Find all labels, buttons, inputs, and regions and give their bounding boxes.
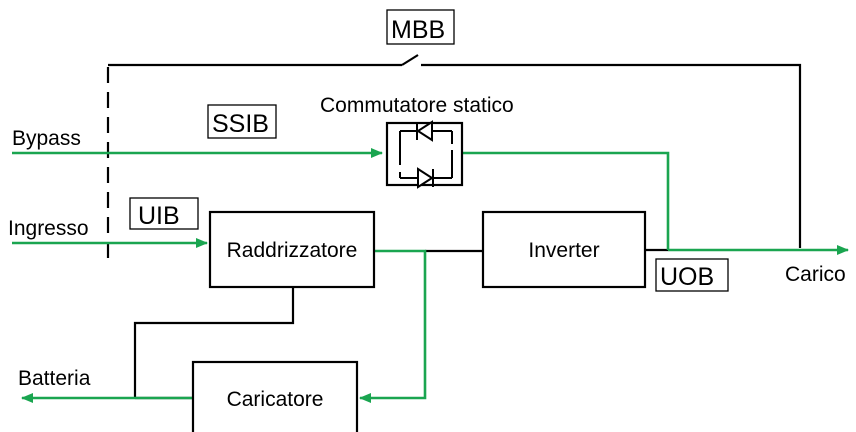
uib-label: UIB [138,202,180,230]
ssib-label: SSIB [212,110,269,138]
inverter-label: Inverter [528,239,599,262]
static-switch-label: Commutatore statico [320,94,514,117]
inverter-box [481,210,647,289]
rectifier-battery-link [133,287,295,398]
bypass-label: Bypass [12,127,81,150]
mbb-switch-blade [401,54,419,66]
static-switch-output-flow [462,151,670,250]
uob-label-box [655,258,729,292]
static-switch-symbol [385,120,464,189]
rectifier-label: Raddrizzatore [227,239,358,262]
mains-label: Ingresso [8,217,89,240]
mbb-line-right [421,63,802,248]
mbb-label-box [386,9,455,45]
charger-box [191,360,359,432]
rectifier-box [208,210,376,289]
uob-label: UOB [660,263,714,291]
battery-label: Batteria [18,367,91,390]
load-label: Carico [785,263,846,286]
mbb-label: MBB [391,16,445,44]
charger-feed-flow [359,249,427,403]
charger-label: Caricatore [227,388,324,411]
uib-label-box [129,197,199,230]
ssib-label-box [207,104,277,139]
